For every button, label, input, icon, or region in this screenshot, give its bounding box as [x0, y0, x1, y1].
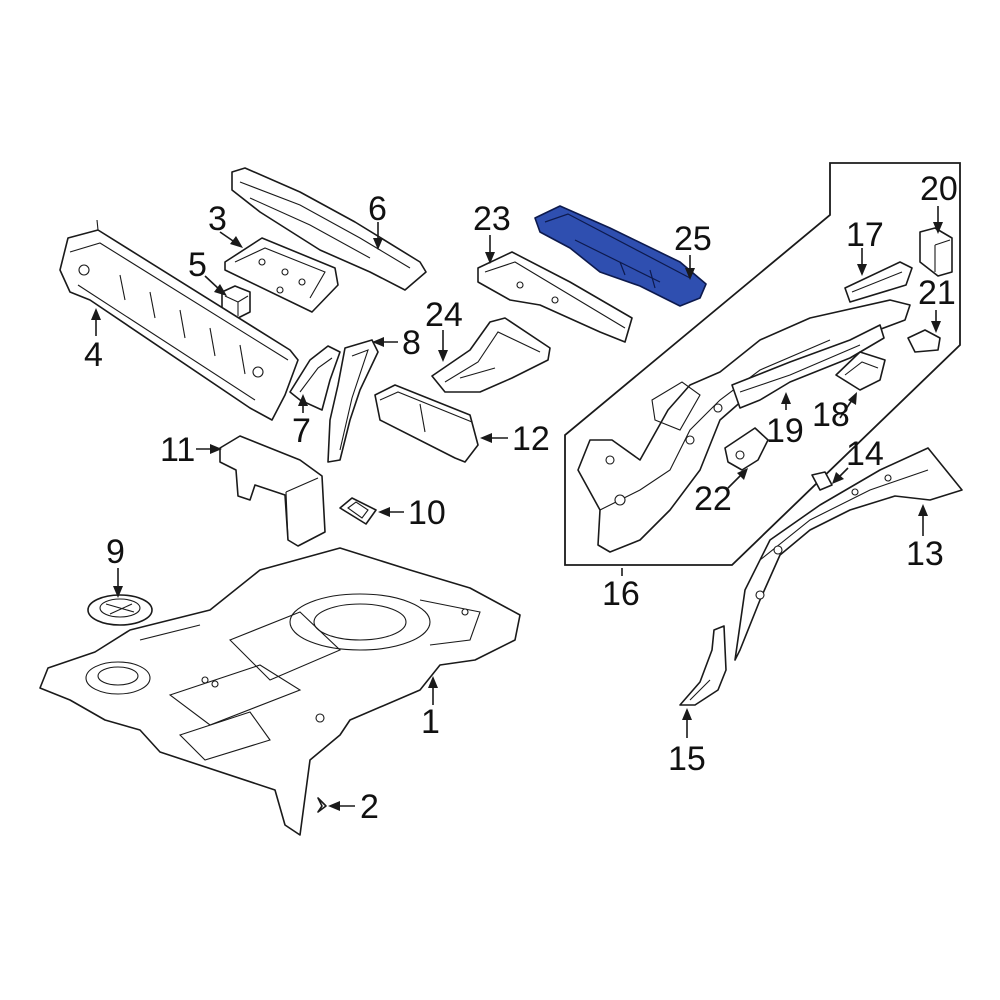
- part-23-crossmember[interactable]: [477, 251, 633, 343]
- part-6-upper-crossmember[interactable]: [231, 167, 427, 291]
- part-18-bracket[interactable]: [835, 351, 886, 391]
- callout-1: 1: [421, 703, 440, 741]
- callout-6: 6: [368, 190, 387, 228]
- callout-2: 2: [360, 788, 379, 826]
- callout-15: 15: [668, 740, 706, 778]
- part-22-bracket[interactable]: [724, 427, 769, 471]
- part-7-side-bracket[interactable]: [289, 345, 341, 411]
- callout-17: 17: [846, 216, 884, 254]
- part-1-rear-floor-pan[interactable]: [39, 547, 521, 836]
- part-8-reinforcement[interactable]: [327, 339, 379, 463]
- part-24-bracket[interactable]: [431, 317, 551, 393]
- assembly-16-box: [564, 162, 961, 566]
- callout-10: 10: [408, 494, 446, 532]
- part-3-bracket-plate[interactable]: [224, 237, 339, 313]
- part-13-side-rail[interactable]: [734, 447, 963, 661]
- part-19-rail-extension[interactable]: [731, 324, 885, 409]
- callout-16: 16: [602, 575, 640, 613]
- part-11-side-member[interactable]: [219, 435, 326, 547]
- leader-lines: [91, 206, 943, 811]
- callout-21: 21: [918, 274, 956, 312]
- callout-20: 20: [920, 170, 958, 208]
- callout-7: 7: [292, 412, 311, 450]
- part-14-bracket[interactable]: [811, 471, 833, 491]
- callout-18: 18: [812, 396, 850, 434]
- part-12-cross-support[interactable]: [374, 384, 479, 463]
- part-20-bracket[interactable]: [919, 227, 953, 277]
- part-16-rail-assembly[interactable]: [577, 299, 911, 553]
- part-17-bracket[interactable]: [844, 261, 913, 303]
- callout-23: 23: [473, 200, 511, 238]
- callout-19: 19: [766, 412, 804, 450]
- part-10-patch-plate[interactable]: [339, 497, 377, 525]
- callout-11: 11: [160, 431, 195, 469]
- callout-9: 9: [106, 533, 125, 571]
- callout-24: 24: [425, 296, 463, 334]
- callout-25: 25: [674, 220, 712, 258]
- part-21-clip[interactable]: [907, 329, 941, 353]
- part-9-grommet[interactable]: [87, 594, 153, 626]
- callout-3: 3: [208, 200, 227, 238]
- callout-14: 14: [846, 435, 884, 473]
- callout-5: 5: [188, 246, 207, 284]
- callout-8: 8: [402, 324, 421, 362]
- callout-13: 13: [906, 535, 944, 573]
- part-4-rear-panel[interactable]: [59, 219, 299, 421]
- part-2-clip[interactable]: [317, 797, 327, 813]
- callout-4: 4: [84, 336, 103, 374]
- part-15-extension[interactable]: [679, 625, 727, 706]
- part-25-reinforcement-highlighted[interactable]: [534, 205, 707, 307]
- callout-labels: 1 2 3 4 5 6 7 8 9 10 11 12 13 14 15 16 1…: [84, 170, 958, 826]
- callout-12: 12: [512, 420, 550, 458]
- callout-22: 22: [694, 480, 732, 518]
